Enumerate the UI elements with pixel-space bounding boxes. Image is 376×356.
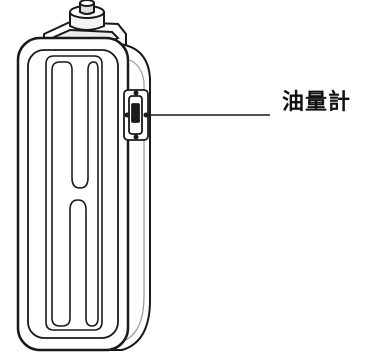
tank-front-panel (27, 49, 119, 339)
tank-front-face (16, 36, 130, 352)
tank-side-shading (125, 59, 145, 341)
fuel-gauge (123, 89, 149, 141)
tank-front-recess (45, 55, 103, 331)
fuel-gauge-label: 油量計 (282, 90, 352, 115)
